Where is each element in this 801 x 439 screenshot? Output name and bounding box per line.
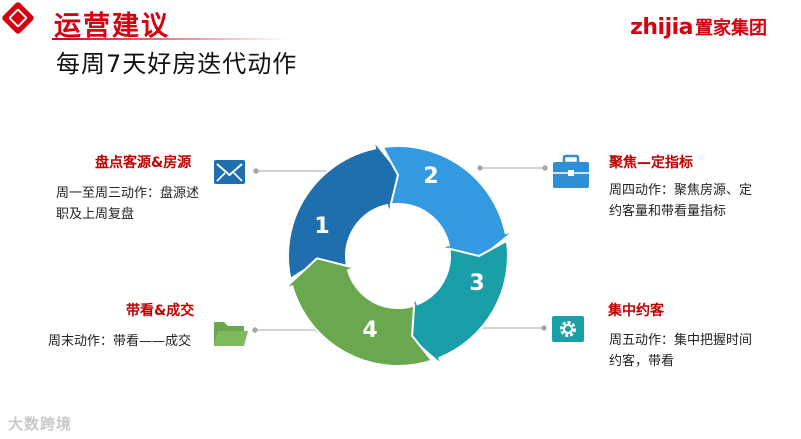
cycle-segment-1 [287, 139, 403, 281]
cycle-segment-3 [407, 239, 509, 367]
block-desc-bottom-left: 周末动作：带看——成交 [48, 331, 218, 352]
desc-line: 周四动作：聚焦房源、定 [609, 183, 753, 198]
cycle-segment-4 [283, 257, 434, 367]
page-title: 运营建议 [54, 11, 170, 42]
block-bottom-left: 带看&成交 [126, 300, 226, 320]
block-desc-top-left: 周一至周三动作：盘源述 职及上周复盘 [56, 183, 206, 225]
block-desc-bottom-right: 周五动作：集中把握时间 约客，带看 [609, 330, 769, 372]
desc-line: 约客，带看 [609, 354, 675, 369]
block-title-bottom-left: 带看&成交 [126, 303, 195, 319]
cycle-step-labels: 1 2 3 4 [314, 164, 484, 343]
step-number-4: 4 [362, 318, 377, 343]
desc-line: 周一至周三动作：盘源述 [56, 186, 200, 201]
desc-line: 职及上周复盘 [56, 207, 135, 222]
block-top-left: 盘点客源&房源 [95, 152, 225, 172]
watermark: 大数跨境 [8, 415, 73, 433]
title-underline [52, 38, 287, 40]
block-title-top-left: 盘点客源&房源 [95, 155, 192, 171]
desc-line: 约客量和带看量指标 [609, 204, 727, 219]
block-bottom-right: 集中约客 [608, 300, 708, 320]
step-number-1: 1 [314, 214, 329, 239]
step-number-3: 3 [469, 271, 484, 296]
page-subtitle: 每周7天好房迭代动作 [56, 50, 298, 78]
desc-line: 周末动作：带看——成交 [48, 334, 192, 349]
desc-line: 周五动作：集中把握时间 [609, 333, 753, 348]
block-desc-top-right: 周四动作：聚焦房源、定 约客量和带看量指标 [609, 180, 769, 222]
cycle-ring [283, 139, 515, 367]
block-title-top-right: 聚焦—定指标 [609, 155, 693, 171]
envelope-icon [214, 160, 245, 184]
cycle-segment-2 [381, 145, 515, 261]
briefcase-icon [553, 154, 589, 188]
gear-icon [552, 316, 584, 342]
block-title-bottom-right: 集中约客 [608, 303, 664, 319]
step-number-2: 2 [423, 164, 438, 189]
folder-icon [214, 322, 248, 346]
block-top-right: 聚焦—定指标 [609, 152, 739, 172]
brand-name-cn: 置家集团 [695, 18, 767, 39]
brand-name-en: zhijia [630, 15, 693, 40]
